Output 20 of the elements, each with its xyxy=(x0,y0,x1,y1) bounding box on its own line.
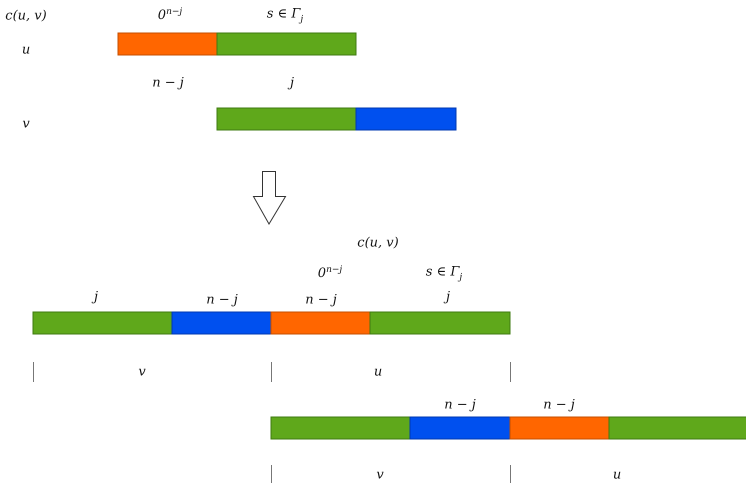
math-label: n − j xyxy=(543,398,575,412)
math-label: u xyxy=(374,366,382,378)
math-label: c(u, v) xyxy=(5,10,47,22)
math-label: c(u, v) xyxy=(357,236,399,250)
math-label: n − j xyxy=(206,294,238,306)
math-label: n − j xyxy=(305,294,337,306)
math-label: s ∈ Γ$_{j}$ xyxy=(426,266,462,282)
math-label: j xyxy=(94,290,98,304)
math-label: v xyxy=(22,118,30,130)
math-label: j xyxy=(446,290,450,304)
math-label: v xyxy=(376,468,384,482)
math-label: u xyxy=(612,468,622,482)
math-label: s ∈ Γ$_{j}$ xyxy=(266,8,304,24)
math-label: 0$^{n−j}$ xyxy=(158,8,182,22)
math-label: j xyxy=(290,76,294,90)
math-label: 0$^{n−j}$ xyxy=(318,266,342,280)
math-label: u xyxy=(22,44,30,56)
math-label: n − j xyxy=(444,398,476,412)
math-label: v xyxy=(138,366,146,378)
math-label: n − j xyxy=(152,76,184,90)
